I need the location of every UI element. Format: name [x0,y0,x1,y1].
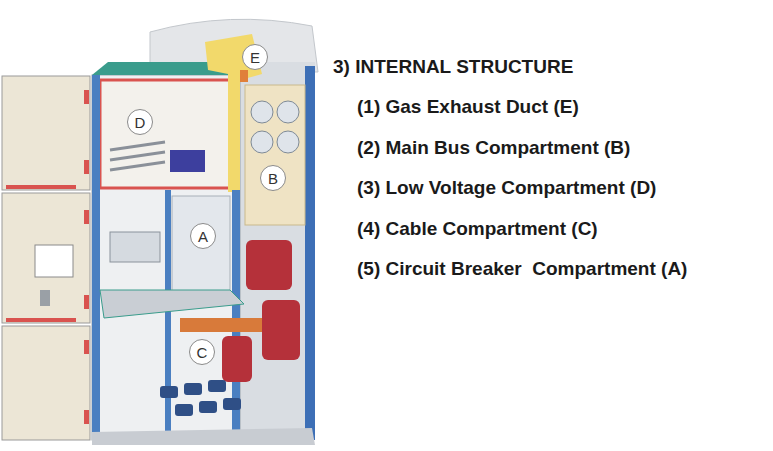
bus-fans [251,101,299,153]
callout-circle: B [260,165,286,191]
callout-letter: C [197,345,208,360]
relay-unit [170,150,205,172]
door-lock [40,290,50,306]
door [2,193,90,323]
callout-circle: C [189,339,215,365]
callout-circle: A [190,223,216,249]
main-bus-compartment [245,85,305,225]
list-item: (4) Cable Compartment (C) [357,218,598,240]
callout-letter: A [198,229,208,244]
circuit-breaker-compartment [172,196,230,294]
insulators [222,240,300,382]
callout-letter: E [250,50,260,65]
door-window [35,245,73,277]
door [2,326,90,440]
callout-circle: E [242,44,268,70]
breaker-truck [110,232,160,262]
title: 3) INTERNAL STRUCTURE [333,56,573,78]
cable-terminals [160,380,241,416]
rear-wall [240,62,315,440]
floor [92,428,315,445]
frame-posts [92,75,240,440]
duct-flap [240,70,248,82]
list-item: (2) Main Bus Compartment (B) [357,137,630,159]
door-hinges [6,90,89,424]
low-voltage-compartment [100,80,230,188]
cabinet-body [92,75,240,440]
rails [110,142,165,170]
list-item: (3) Low Voltage Compartment (D) [357,177,656,199]
busbar [180,318,272,332]
shelf [100,290,244,318]
callout-letter: D [135,115,146,130]
door [2,76,90,190]
callout-letter: B [268,171,278,186]
callout-circle: D [127,109,153,135]
list-item: (5) Circuit Breaker Compartment (A) [357,258,687,280]
list-item: (1) Gas Exhaust Duct (E) [357,96,579,118]
frame-post [305,66,315,440]
